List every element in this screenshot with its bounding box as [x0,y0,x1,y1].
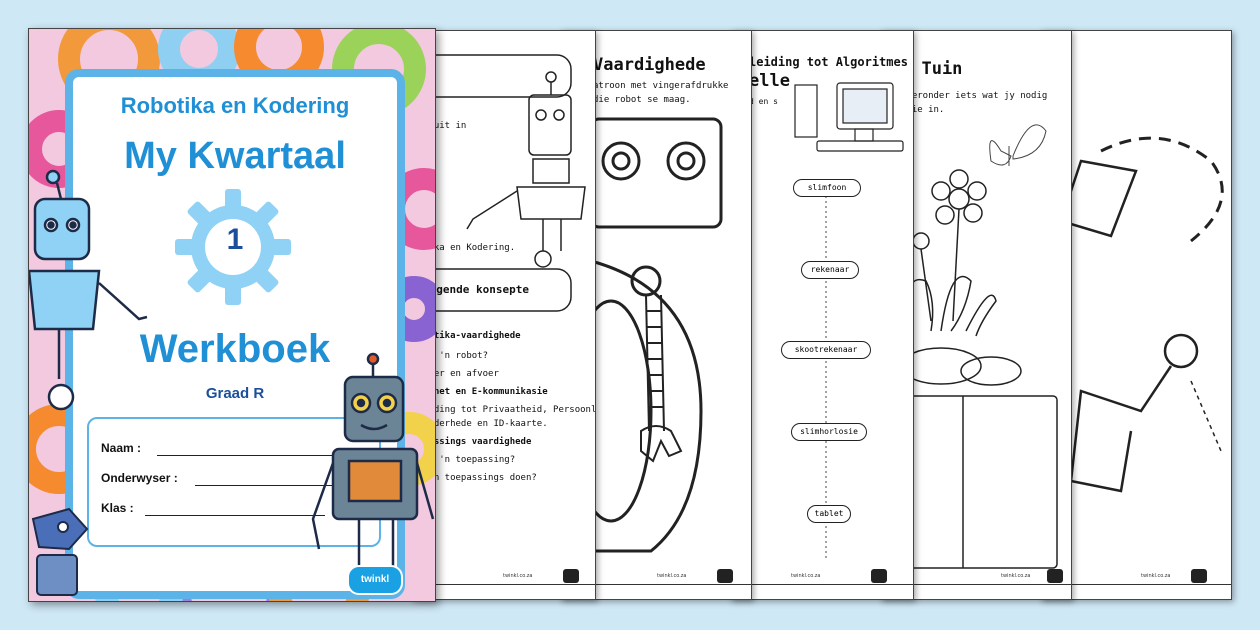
footer-url: twinkl.co.za [791,573,821,579]
footer-url: twinkl.co.za [657,573,687,579]
twinkl-logo-icon [563,569,579,583]
teacher-line[interactable] [195,485,347,486]
footer-line [413,584,595,585]
cover-number: 1 [226,223,244,256]
label-pill: slimfoon [793,179,861,197]
page-title: leiding tot Algoritmes [749,55,908,69]
concept-item: eiding tot Privaatheid, Persoonlik [423,405,596,415]
footer-line [731,584,913,585]
concept-item: is 'n robot? [423,351,489,361]
instruction-line: tjie in. [901,105,945,115]
cover-title: Robotika en Kodering [120,93,350,118]
concept-item: onderhede en ID-kaarte. [423,419,548,429]
footer-url: twinkl.co.za [1001,573,1031,579]
page-title-line-2: elle [749,71,790,91]
worksheet-page-3: leiding tot Algoritmes elle d en s slimf… [730,30,914,600]
label-pill: slimhorlosie [791,423,867,441]
instruction-line: d en s [749,97,778,106]
butterfly-icon [989,124,1047,166]
instruction-line: hieronder iets wat jy nodig [901,91,1048,101]
concept-item: is 'n toepassing? [423,455,516,465]
class-line[interactable] [145,515,325,516]
flower-icon [900,169,1022,386]
cover-subtitle: My Kwartaal [124,135,346,177]
robot-dog-illustration [31,507,89,596]
footer-line [561,584,751,585]
concept-item: voer en afvoer [423,369,499,379]
cover-workbook-title: Werkboek [139,327,331,371]
twinkl-logo-icon [1047,569,1063,583]
instruction-line: atroon met vingerafdrukke [593,81,729,91]
concept-item: kon toepassings doen? [423,473,537,483]
page-title: e Tuin [901,59,963,79]
footer-line [1041,584,1231,585]
footer-url: twinkl.co.za [503,573,533,579]
page-title: Vaardighede [593,55,706,75]
intro-text: sluit in [423,121,467,131]
twinkl-logo-icon [717,569,733,583]
garden-illustration [900,124,1058,569]
label-pill: skootrekenaar [781,341,871,359]
section-heading: olgende konsepte [423,283,529,296]
cover-grade: Graad R [205,385,265,402]
computer-icon [794,82,904,152]
footer-line [881,584,1071,585]
blue-robot-illustration [29,169,148,411]
label-pill: tablet [807,505,851,523]
class-label: Klas : [101,501,134,515]
teacher-label: Onderwyser : [101,471,178,485]
gear-icon [175,189,291,305]
course-text: tika en Kodering. [423,243,516,253]
name-line[interactable] [157,455,347,456]
name-label: Naam : [101,441,142,455]
twinkl-logo-icon [871,569,887,583]
instruction-line: die robot se maag. [593,95,691,105]
worksheet-page-1: J sluit in tika en Kodering. olgende kon… [412,30,596,600]
robot-outline-illustration [413,54,586,312]
twinkl-logo-icon [1191,569,1207,583]
footer-url: twinkl.co.za [1141,573,1171,579]
student-details-box: Naam : Onderwyser : Klas : [87,417,381,547]
twinkl-logo: twinkl [347,565,403,595]
concept-item: passings vaardighede [423,437,532,447]
concept-item: botika-vaardighede [423,331,521,341]
grey-robot-illustration [311,352,435,579]
concept-item: ernet en E-kommunikasie [423,387,548,397]
workbook-cover: Robotika en Kodering My Kwartaal 1 Werkb… [28,28,436,602]
label-pill: rekenaar [801,261,859,279]
computer-illustration [794,82,904,561]
